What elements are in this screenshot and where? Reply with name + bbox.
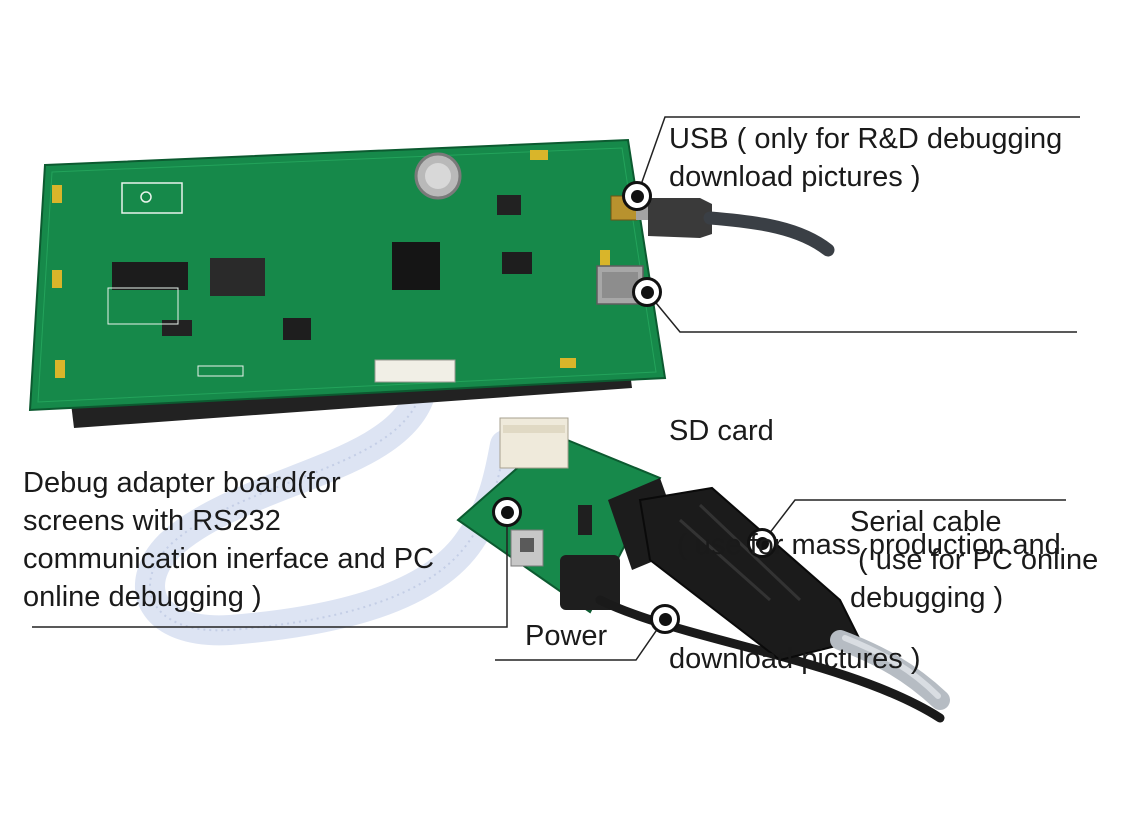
debug-leader: [32, 512, 508, 628]
serial-leader: [761, 499, 1066, 544]
usb-callout-line1: USB ( only for R&D debugging: [669, 123, 1063, 155]
serial-callout: Serial cable ( use for PC online debuggi…: [850, 503, 1098, 617]
debug-callout: Debug adapter board(for screens with RS2…: [23, 464, 434, 616]
usb-leader: [636, 116, 1080, 197]
chip-main: [392, 242, 440, 290]
sd-callout-line1: SD card: [669, 415, 774, 447]
sd-marker: [632, 277, 662, 307]
serial-callout-line1: Serial cable: [850, 506, 1002, 538]
sd-callout-line2: ( use for mass production and: [669, 529, 1061, 561]
usb-callout-line2: download pictures ): [669, 161, 921, 193]
power-callout-line1: Power: [525, 620, 608, 652]
usb-cable: [703, 211, 835, 257]
power-callout: Power: [525, 617, 607, 655]
board-connector: [374, 359, 456, 383]
debug-marker: [492, 497, 522, 527]
power-cable: [595, 595, 945, 723]
serial-callout-line2: ( use for PC online: [850, 544, 1099, 576]
debug-callout-line3: communication inerface and PC: [23, 543, 435, 575]
power-plug: [560, 555, 620, 610]
usb-marker: [622, 181, 652, 211]
chip-left: [112, 262, 188, 290]
chip-lattice: [210, 258, 265, 296]
sd-callout-line3: download pictures ): [669, 643, 921, 675]
power-marker: [650, 604, 680, 634]
serial-callout-line3: debugging ): [850, 582, 1004, 614]
power-leader: [495, 617, 666, 661]
sd-leader: [646, 291, 1077, 333]
sd-callout: SD card ( use for mass production and do…: [669, 336, 1061, 754]
ribbon-cable: [135, 380, 520, 646]
serial-marker: [747, 528, 777, 558]
usb-callout: USB ( only for R&D debugging download pi…: [669, 120, 1062, 196]
debug-callout-line1: Debug adapter board(for: [23, 467, 341, 499]
debug-callout-line2: screens with RS232: [23, 505, 281, 537]
debug-callout-line4: online debugging ): [23, 581, 262, 613]
